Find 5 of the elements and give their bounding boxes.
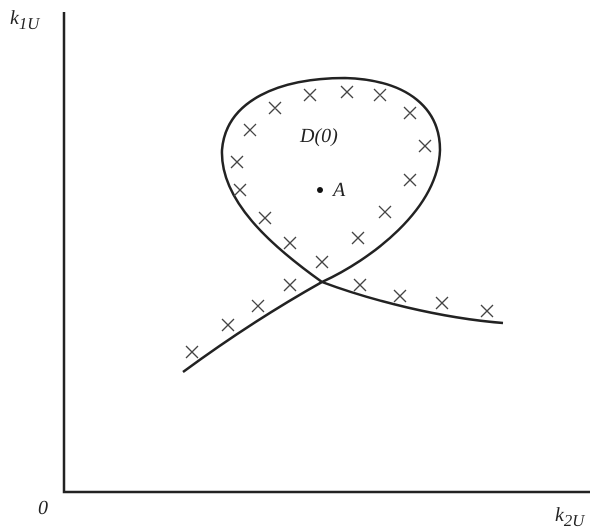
origin-label: 0 — [38, 498, 48, 518]
region-label: D(0) — [300, 126, 338, 146]
axis-label: k$_{2U}$ — [555, 505, 584, 529]
axis-label: k$_{1U}$ — [10, 8, 40, 33]
point-label: A — [333, 180, 346, 200]
